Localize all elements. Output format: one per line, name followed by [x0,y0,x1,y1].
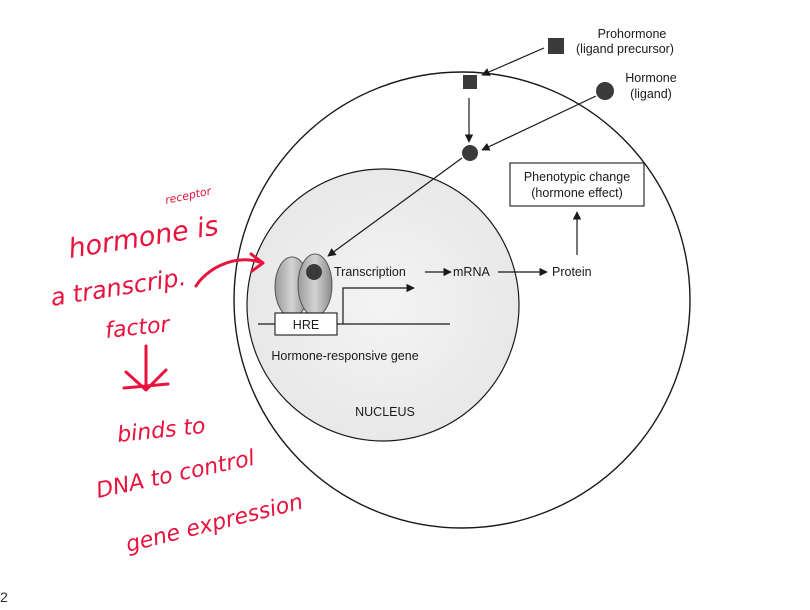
annotation-line-3: factor [104,312,173,344]
bound-hormone-icon [306,264,322,280]
hormone-sublabel: (ligand) [630,87,672,101]
annotation-line-1: hormone is [66,211,220,265]
prohormone-square-icon [548,38,564,54]
corner-mark: 2 [0,589,8,605]
annotation-line-6: gene expression [123,490,305,558]
annotation-line-2: a transcrip. [49,263,188,312]
nucleus-label: NUCLEUS [355,405,415,419]
annotation-line-4: binds to [116,414,207,448]
annotation-arrowhead [249,252,265,273]
transcription-start-arrow [342,283,415,324]
nucleus [246,168,520,442]
hre-label: HRE [293,318,319,332]
phenotypic-change-box [509,162,645,207]
annotation-line-5: DNA to control [94,446,257,504]
hre-box [274,312,338,336]
phenotypic-label: Phenotypic change [524,170,630,184]
intracellular-hormone-icon [462,145,478,161]
hormone-circle-icon [596,82,614,100]
annotation-arrow-to-receptor [194,258,262,288]
transcription-label: Transcription [334,265,406,279]
annotation-down-arrow-base [122,382,170,390]
phenotypic-sublabel: (hormone effect) [531,186,622,200]
annotation-superscript: receptor [164,184,214,207]
hormone-label: Hormone [625,71,676,85]
receptor-subunit-right [297,253,333,317]
annotation-down-arrowhead [124,368,168,392]
gene-label: Hormone-responsive gene [271,349,418,363]
arrow-to-receptor [327,157,463,257]
intracellular-prohormone-icon [463,75,477,89]
protein-label: Protein [552,265,592,279]
arrow-prohormone-entry [481,47,545,76]
prohormone-sublabel: (ligand precursor) [576,42,674,56]
mrna-label: mRNA [453,265,490,279]
prohormone-label: Prohormone [598,27,667,41]
arrow-hormone-entry [481,95,597,151]
